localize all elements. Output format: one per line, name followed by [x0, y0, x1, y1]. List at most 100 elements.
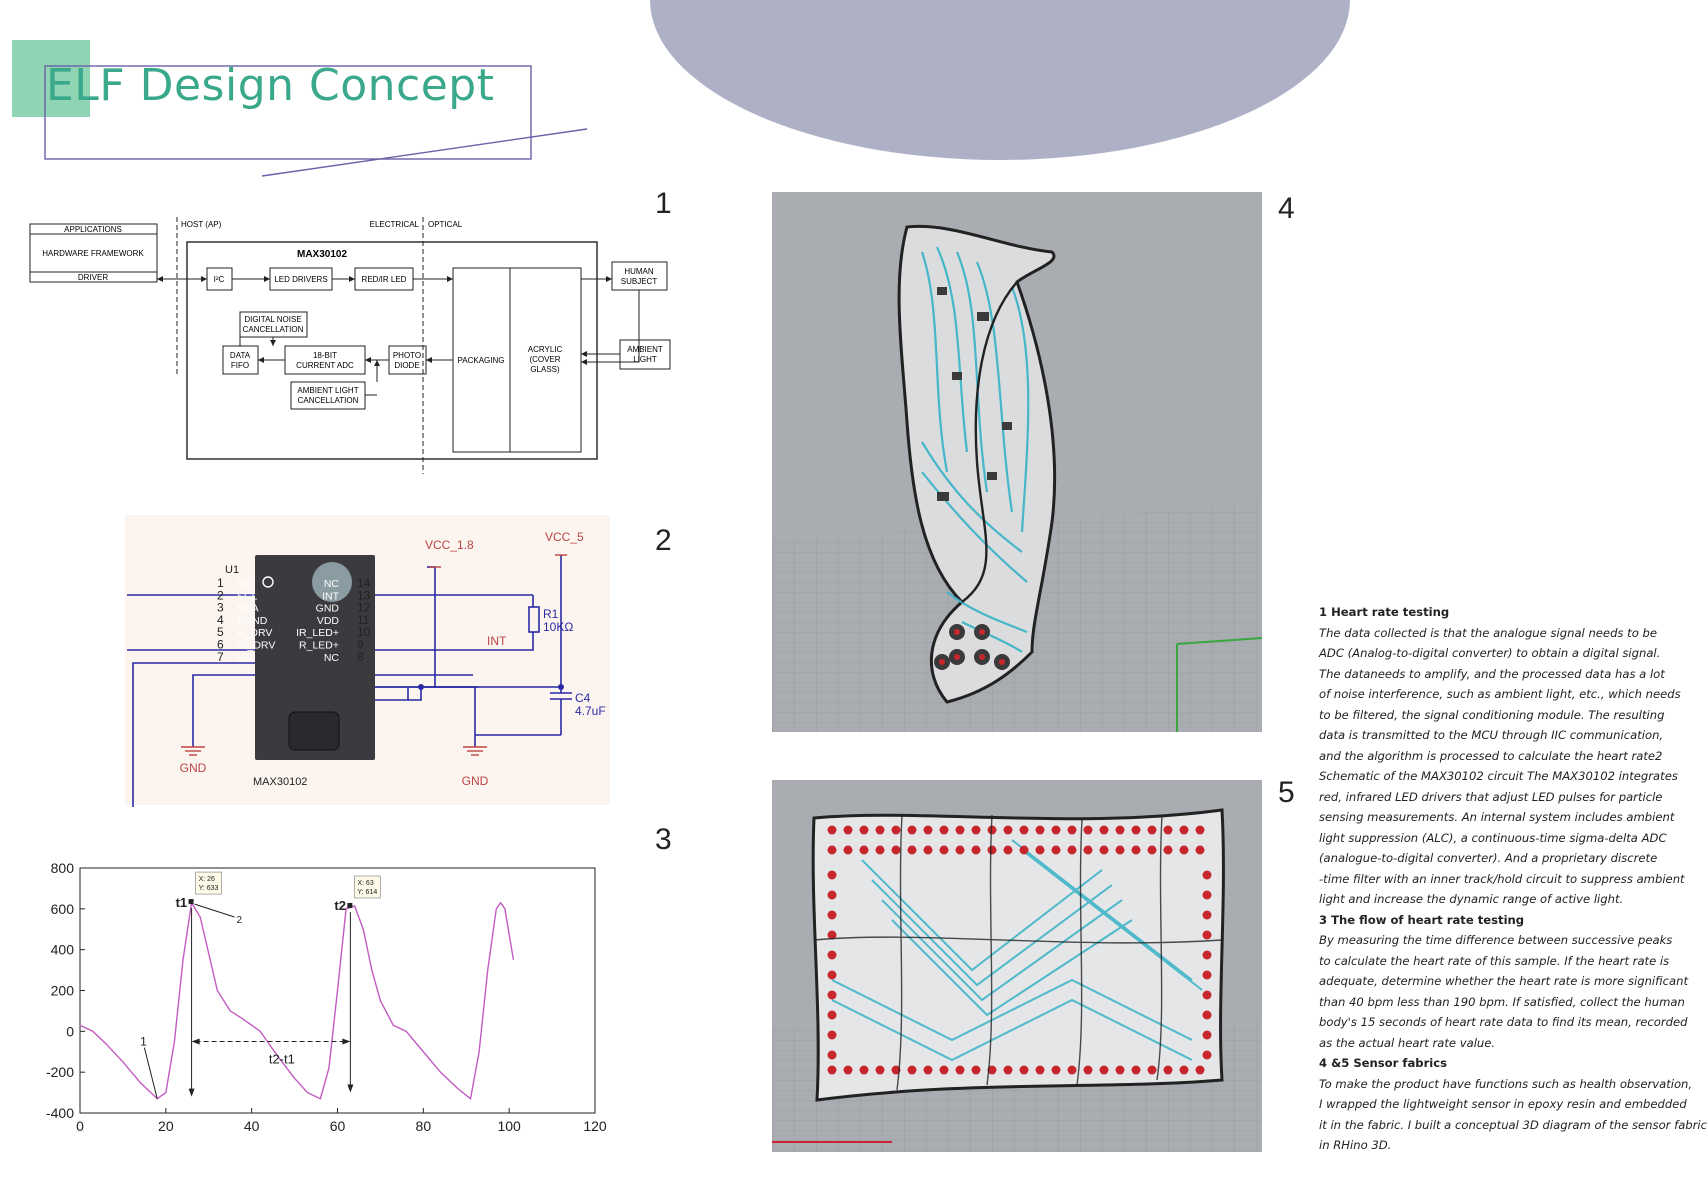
label-human-1: HUMAN [624, 267, 654, 276]
description-heading: 4 &5 Sensor fabrics [1319, 1056, 1448, 1070]
interval-label: t2-t1 [269, 1052, 295, 1067]
pin-number-right: 14 [357, 576, 371, 590]
pin-number-left: 6 [217, 638, 224, 652]
panel-number-3: 3 [655, 823, 672, 856]
max30102-block-diagram: APPLICATIONS HARDWARE FRAMEWORK DRIVER H… [29, 217, 671, 474]
label-human-2: SUBJECT [621, 277, 658, 286]
description-line: The data collected is that the analogue … [1319, 625, 1657, 640]
fabric-pad [1131, 845, 1141, 855]
fabric-pad [1202, 970, 1212, 980]
label-ambient-2: LIGHT [633, 355, 657, 364]
fabric-pad [1099, 845, 1109, 855]
twisted-sensor-fabric-render [772, 192, 1263, 732]
fabric-pad [1067, 845, 1077, 855]
x-tick-label: 0 [76, 1118, 84, 1134]
fabric-pad [1051, 1065, 1061, 1075]
x-tick-label: 120 [583, 1118, 607, 1134]
title-decoration [12, 40, 588, 177]
fabric-pad [1202, 1050, 1212, 1060]
label-digital-noise-1: DIGITAL NOISE [244, 315, 301, 324]
fabric-pad [955, 825, 965, 835]
net-int: INT [487, 634, 507, 648]
panel-number-5: 5 [1278, 776, 1295, 809]
interval-arrow-right [342, 1038, 351, 1045]
pin-name-right: INT [322, 590, 340, 602]
pin-number-left: 1 [217, 576, 224, 590]
data-tip-y: Y: 614 [357, 889, 377, 896]
fabric-pad [971, 845, 981, 855]
data-tip [195, 871, 222, 895]
fabric-pad [987, 845, 997, 855]
fabric-pad [843, 845, 853, 855]
description-line: and the algorithm is processed to calcul… [1319, 748, 1663, 763]
label-electrical: ELECTRICAL [370, 220, 420, 229]
fabric-pad [923, 825, 933, 835]
pointer-line-1 [143, 1047, 158, 1099]
fabric-pad [1195, 825, 1205, 835]
x-tick-label: 80 [416, 1118, 432, 1134]
fabric-pad [827, 1010, 837, 1020]
pin-number-right: 12 [357, 601, 371, 615]
label-photo-1: PHOTO [393, 351, 421, 360]
title-block: ELF Design Concept [0, 0, 620, 190]
fabric-pad [907, 1065, 917, 1075]
pointer-label-2: 2 [237, 915, 243, 926]
fabric-pad [843, 825, 853, 835]
fabric-pad [1147, 845, 1157, 855]
y-tick-label: -200 [46, 1064, 74, 1080]
fabric-pad [827, 970, 837, 980]
fabric-pad [827, 870, 837, 880]
peak-point-t1 [188, 899, 194, 905]
data-tip [353, 875, 381, 899]
fabric-pad [1083, 845, 1093, 855]
fabric-pad [1019, 825, 1029, 835]
ref-r1: R1 [543, 607, 559, 621]
fabric-pad [1019, 1065, 1029, 1075]
fabric-pad [1003, 845, 1013, 855]
pin-number-left: 3 [217, 601, 224, 615]
fabric-pad [939, 825, 949, 835]
fabric-pad [1163, 1065, 1173, 1075]
description-line: data is transmitted to the MCU through I… [1319, 728, 1664, 742]
pointer-label-1: 1 [140, 1035, 147, 1049]
label-optical: OPTICAL [428, 220, 463, 229]
label-red-ir-led: RED/IR LED [362, 275, 407, 284]
pin-name-left: PGND [237, 615, 268, 627]
description-line: -time filter with an inner track/hold ci… [1319, 871, 1685, 886]
fabric-pad [1115, 1065, 1125, 1075]
description-heading: 1 Heart rate testing [1319, 605, 1450, 619]
data-tip-x: X: 26 [199, 876, 215, 883]
part-name: MAX30102 [253, 776, 307, 788]
fabric-pad [859, 845, 869, 855]
description-line: To make the product have functions such … [1319, 1076, 1693, 1091]
label-ambient-cancel-1: AMBIENT LIGHT [297, 386, 358, 395]
pin-name-right: NC [324, 652, 340, 664]
pin-name-left: NC [237, 652, 253, 664]
fabric-pad [1163, 845, 1173, 855]
fabric-pad [1202, 1030, 1212, 1040]
y-tick-label: 200 [51, 983, 75, 999]
net-vcc5: VCC_5 [545, 530, 584, 544]
description-line: adequate, determine whether the heart ra… [1319, 974, 1689, 988]
fabric-pad [827, 910, 837, 920]
ic-package [255, 555, 375, 760]
fabric-pad [1067, 825, 1077, 835]
pin-number-right: 13 [357, 588, 371, 602]
fabric-pad [1179, 845, 1189, 855]
label-adc-1: 18-BIT [313, 351, 337, 360]
fabric-pad [1195, 1065, 1205, 1075]
label-ambient-1: AMBIENT [627, 345, 663, 354]
fabric-pad [1202, 910, 1212, 920]
fabric-pad [923, 845, 933, 855]
value-c4: 4.7uF [575, 704, 606, 718]
fabric-pad [827, 950, 837, 960]
fabric-pad [907, 845, 917, 855]
peak-point-t2 [347, 902, 353, 908]
net-gnd-left: GND [180, 761, 207, 775]
fabric-pad [827, 845, 837, 855]
label-i2c: I²C [214, 275, 225, 284]
fabric-pad [1195, 845, 1205, 855]
label-led-drivers: LED DRIVERS [274, 275, 327, 284]
